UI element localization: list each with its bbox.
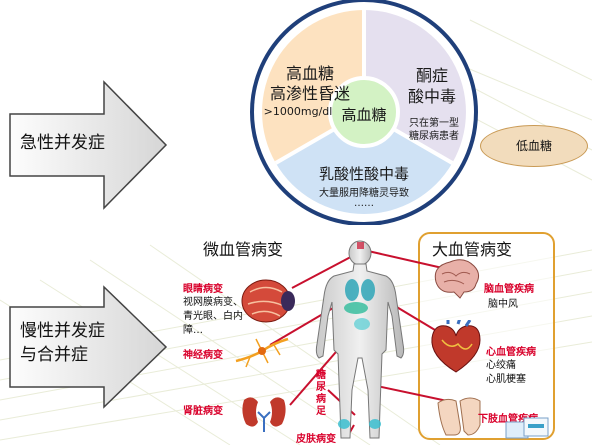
eye-disease-detail-line1: 视网膜病变、 [183, 297, 243, 308]
brain-illustration [430, 258, 482, 300]
eye-disease-detail-line3: 障… [183, 325, 203, 336]
cerebrovascular-label: 脑血管疾病 [484, 284, 534, 295]
acute-complication-wheel [250, 0, 478, 225]
lactic-acidosis-title: 乳酸性酸中毒 [318, 165, 409, 183]
cardiovascular-label: 心血管疾病 [486, 347, 536, 358]
cerebrovascular-detail: 脑中风 [488, 299, 518, 310]
medicine-packages-image [504, 414, 552, 442]
ketoacidosis-line1: 酮症 [415, 66, 448, 85]
kidney-disease-label: 肾脏病变 [183, 406, 223, 417]
acute-arrow [8, 80, 168, 210]
eye-disease-detail-line2: 青光眼、白内 [183, 311, 243, 322]
lactic-acidosis-segment [275, 112, 453, 214]
hypoglycemia-badge: 低血糖 [480, 125, 588, 167]
human-body-figure [315, 240, 405, 439]
hypoglycemia-label: 低血糖 [515, 139, 552, 153]
lactic-acidosis-note: 大量服用降糖灵导致 [319, 188, 409, 199]
diabetic-foot-label: 糖尿病足 [316, 370, 326, 417]
cardiovascular-detail-line1: 心绞痛 [486, 360, 516, 371]
acute-complications-label: 急性并发症 [20, 133, 105, 153]
chronic-complications-label-line1: 慢性并发症 [20, 321, 105, 341]
heart-illustration [428, 317, 484, 374]
cardiovascular-detail-line2: 心肌梗塞 [486, 374, 526, 385]
chronic-arrow [8, 285, 168, 410]
hyperosmolar-line2: 高渗性昏迷 [269, 84, 350, 103]
eye-illustration [240, 278, 296, 324]
eye-disease-label: 眼睛病变 [183, 284, 223, 295]
wheel-center-label: 高血糖 [341, 106, 387, 124]
legs-illustration [436, 395, 484, 437]
nerve-disease-label: 神经病变 [183, 350, 223, 361]
hyperosmolar-note: >1000mg/dl [263, 105, 333, 118]
microvascular-title: 微血管病变 [203, 240, 284, 259]
chronic-complications-label-line2: 与合并症 [20, 345, 88, 365]
ketoacidosis-note-line2: 糖尿病患者 [409, 131, 459, 142]
wheel-center [328, 76, 400, 148]
ketoacidosis-line2: 酸中毒 [407, 87, 456, 106]
hyperosmolar-line1: 高血糖 [285, 64, 334, 83]
ketoacidosis-note-line1: 只在第一型 [409, 118, 459, 129]
macrovascular-title: 大血管病变 [432, 240, 513, 259]
skin-disease-label: 皮肤病变 [296, 434, 336, 445]
internal-organs [338, 279, 381, 429]
peripheral-vascular-label: 下肢血管疾病 [478, 414, 538, 425]
kidney-illustration [240, 392, 288, 432]
nerve-illustration [232, 333, 292, 369]
lactic-acidosis-ellipsis: …… [354, 198, 374, 209]
